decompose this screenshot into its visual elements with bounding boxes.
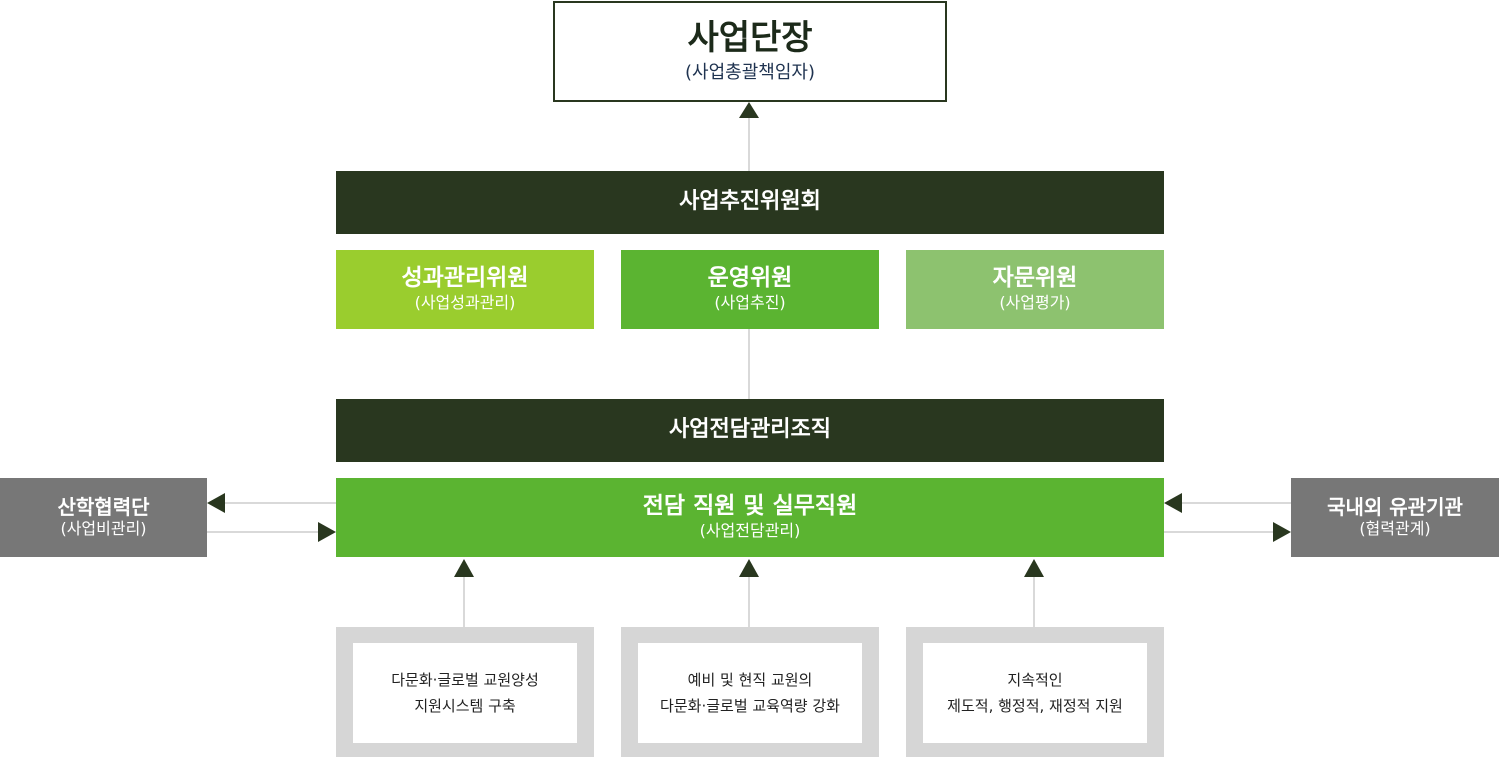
subcommittee-box: 운영위원 (사업추진)	[621, 250, 879, 329]
right-partner-title: 국내외 유관기관	[1327, 495, 1463, 520]
subcommittee-subtitle: (사업성과관리)	[414, 292, 516, 312]
arrow-up-icon	[1024, 559, 1044, 577]
arrow-up-icon	[739, 102, 759, 118]
arrow-up-icon	[454, 559, 474, 577]
right-partner-subtitle: (협력관계)	[1359, 519, 1431, 539]
left-partner-subtitle: (사업비관리)	[60, 519, 147, 539]
dedicated-org-title: 사업전담관리조직	[669, 417, 831, 443]
head-subtitle: (사업총괄책임자)	[685, 62, 815, 84]
right-partner-box: 국내외 유관기관 (협력관계)	[1291, 478, 1499, 557]
goal-line: 다문화·글로벌 교원양성	[391, 670, 539, 689]
subcommittee-box: 성과관리위원 (사업성과관리)	[336, 250, 594, 329]
head-box: 사업단장 (사업총괄책임자)	[553, 1, 947, 102]
staff-subtitle: (사업전담관리)	[699, 520, 801, 540]
subcommittee-subtitle: (사업평가)	[999, 292, 1071, 312]
arrow-left-icon	[1164, 493, 1182, 513]
staff-title: 전담 직원 및 실무직원	[642, 493, 858, 520]
subcommittee-title: 운영위원	[707, 265, 793, 292]
head-title: 사업단장	[687, 17, 813, 58]
committee-bar: 사업추진위원회	[336, 171, 1164, 234]
subcommittee-box: 자문위원 (사업평가)	[906, 250, 1164, 329]
committee-title: 사업추진위원회	[679, 189, 821, 215]
goal-line: 다문화·글로벌 교육역량 강화	[660, 697, 840, 715]
arrow-left-icon	[207, 493, 225, 513]
arrow-right-icon	[1273, 522, 1291, 542]
subcommittee-title: 성과관리위원	[401, 265, 529, 292]
arrow-up-icon	[739, 559, 759, 577]
arrow-right-icon	[318, 522, 336, 542]
goal-line: 지원시스템 구축	[414, 697, 516, 715]
dedicated-org-bar: 사업전담관리조직	[336, 399, 1164, 462]
staff-box: 전담 직원 및 실무직원 (사업전담관리)	[336, 478, 1164, 557]
subcommittee-subtitle: (사업추진)	[714, 292, 786, 312]
goal-line: 예비 및 현직 교원의	[687, 670, 813, 689]
left-partner-box: 산학협력단 (사업비관리)	[0, 478, 207, 557]
subcommittee-title: 자문위원	[992, 265, 1078, 292]
goal-line: 제도적, 행정적, 재정적 지원	[947, 697, 1123, 715]
left-partner-title: 산학협력단	[57, 495, 150, 520]
goal-line: 지속적인	[1007, 670, 1063, 689]
